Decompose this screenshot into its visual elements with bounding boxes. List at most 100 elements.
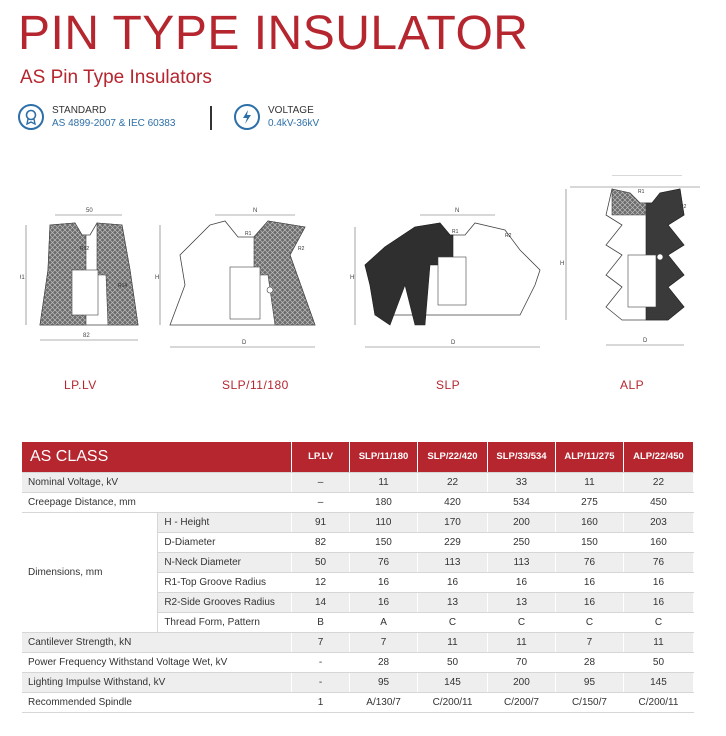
caption-slp: SLP <box>436 378 461 392</box>
slp11-top-dim: N <box>253 208 257 214</box>
table-cell: 11 <box>417 632 488 653</box>
table-cell: 1 <box>291 692 351 713</box>
lp-bottom-dim: 82 <box>83 333 90 339</box>
column-header: SLP/11/180 <box>349 442 419 473</box>
row-label: Recommended Spindle <box>22 692 293 713</box>
table-cell: 16 <box>555 592 624 613</box>
table-row: Recommended Spindle 1 A/130/7 C/200/11 C… <box>22 692 695 713</box>
table-row: Nominal Voltage, kV – 11 22 33 11 22 <box>22 472 695 493</box>
table-cell: 70 <box>487 652 556 673</box>
table-cell: 13 <box>487 592 556 613</box>
slp-11-180-drawing: N R1 R2 H D <box>155 208 316 348</box>
table-cell: 203 <box>623 512 695 533</box>
slp11-height-dim: H <box>155 275 159 281</box>
table-cell: 170 <box>417 512 488 533</box>
table-cell: 420 <box>417 492 488 513</box>
table-cell: 50 <box>417 652 488 673</box>
table-cell: C <box>417 612 488 633</box>
lightning-icon <box>234 104 260 130</box>
table-cell: 200 <box>487 672 556 693</box>
table-cell: - <box>291 652 351 673</box>
table-cell: C/200/11 <box>623 692 695 713</box>
table-cell: 16 <box>623 592 695 613</box>
table-cell: A/130/7 <box>349 692 419 713</box>
dimensions-group-label: Dimensions, mm <box>22 512 159 633</box>
standard-spec: STANDARD AS 4899-2007 & IEC 60383 <box>18 104 175 130</box>
table-cell: 22 <box>623 472 695 493</box>
table-cell: 7 <box>349 632 419 653</box>
table-cell: 150 <box>349 532 419 553</box>
table-cell: 200 <box>487 512 556 533</box>
table-cell: 16 <box>623 572 695 593</box>
table-row: D-Diameter 82 150 229 250 150 160 <box>22 532 695 553</box>
table-cell: 160 <box>555 512 624 533</box>
row-label: D-Diameter <box>157 532 293 553</box>
alp-height-dim: H <box>560 261 564 267</box>
table-row: Creepage Distance, mm – 180 420 534 275 … <box>22 492 695 513</box>
table-cell: 7 <box>555 632 624 653</box>
table-cell: 16 <box>555 572 624 593</box>
table-cell: 145 <box>417 672 488 693</box>
table-cell: C <box>555 612 624 633</box>
slp-r1-label: R1 <box>452 229 459 235</box>
table-cell: 16 <box>487 572 556 593</box>
table-row: R1-Top Groove Radius 12 16 16 16 16 16 <box>22 572 695 593</box>
table-header-row: AS CLASS LP.LV SLP/11/180 SLP/22/420 SLP… <box>22 442 695 473</box>
table-cell: 110 <box>349 512 419 533</box>
row-label: N-Neck Diameter <box>157 552 293 573</box>
table-cell: - <box>291 672 351 693</box>
row-label: Cantilever Strength, kN <box>22 632 293 653</box>
table-cell: C <box>487 612 556 633</box>
caption-alp: ALP <box>620 378 645 392</box>
column-header: ALP/22/450 <box>623 442 695 473</box>
slp-top-dim: N <box>455 208 459 214</box>
lp-lv-drawing: 50 R12 R14 91 82 <box>20 208 139 341</box>
alp-bottom-dim: D <box>643 338 648 344</box>
table-cell: 275 <box>555 492 624 513</box>
slp11-bottom-dim: D <box>242 340 247 346</box>
row-label: R2-Side Grooves Radius <box>157 592 293 613</box>
voltage-spec: VOLTAGE 0.4kV-36kV <box>234 104 319 130</box>
table-cell: 180 <box>349 492 419 513</box>
table-cell: 11 <box>555 472 624 493</box>
standard-value: AS 4899-2007 & IEC 60383 <box>52 117 176 129</box>
standard-label: STANDARD <box>52 104 107 116</box>
column-header: LP.LV <box>291 442 351 473</box>
alp-r2-label: R2 <box>680 204 687 210</box>
voltage-label: VOLTAGE <box>268 104 314 116</box>
table-row: R2-Side Grooves Radius 14 16 13 13 16 16 <box>22 592 695 613</box>
lp-r2-label: R14 <box>118 283 127 289</box>
caption-lp-lv: LP.LV <box>64 378 97 392</box>
table-cell: 22 <box>417 472 488 493</box>
table-cell: 16 <box>349 592 419 613</box>
table-cell: 113 <box>487 552 556 573</box>
table-cell: 11 <box>623 632 695 653</box>
table-cell: – <box>291 472 351 493</box>
table-cell: 16 <box>349 572 419 593</box>
table-cell: 95 <box>349 672 419 693</box>
alp-drawing: N R1 R2 H D <box>560 175 700 346</box>
table-cell: 50 <box>623 652 695 673</box>
table-row: Power Frequency Withstand Voltage Wet, k… <box>22 652 695 673</box>
certificate-icon <box>18 104 44 130</box>
table-cell: 534 <box>487 492 556 513</box>
column-header: SLP/22/420 <box>417 442 488 473</box>
table-cell: 13 <box>417 592 488 613</box>
caption-slp-11-180: SLP/11/180 <box>222 378 289 392</box>
table-cell: 11 <box>349 472 419 493</box>
table-cell: 14 <box>291 592 351 613</box>
table-cell: 95 <box>555 672 624 693</box>
row-label: Thread Form, Pattern <box>157 612 293 633</box>
row-label: R1-Top Groove Radius <box>157 572 293 593</box>
specifications-table: AS CLASS LP.LV SLP/11/180 SLP/22/420 SLP… <box>22 442 695 713</box>
slp-drawing: N R1 R2 H D <box>350 208 541 348</box>
lp-top-dim: 50 <box>86 208 93 214</box>
lp-height-dim: 91 <box>20 275 25 281</box>
row-label: Nominal Voltage, kV <box>22 472 293 493</box>
table-cell: 82 <box>291 532 351 553</box>
slp11-r2-label: R2 <box>298 246 305 252</box>
row-label: H - Height <box>157 512 293 533</box>
table-cell: 11 <box>487 632 556 653</box>
table-cell: 28 <box>349 652 419 673</box>
page-title: PIN TYPE INSULATOR <box>18 7 529 60</box>
